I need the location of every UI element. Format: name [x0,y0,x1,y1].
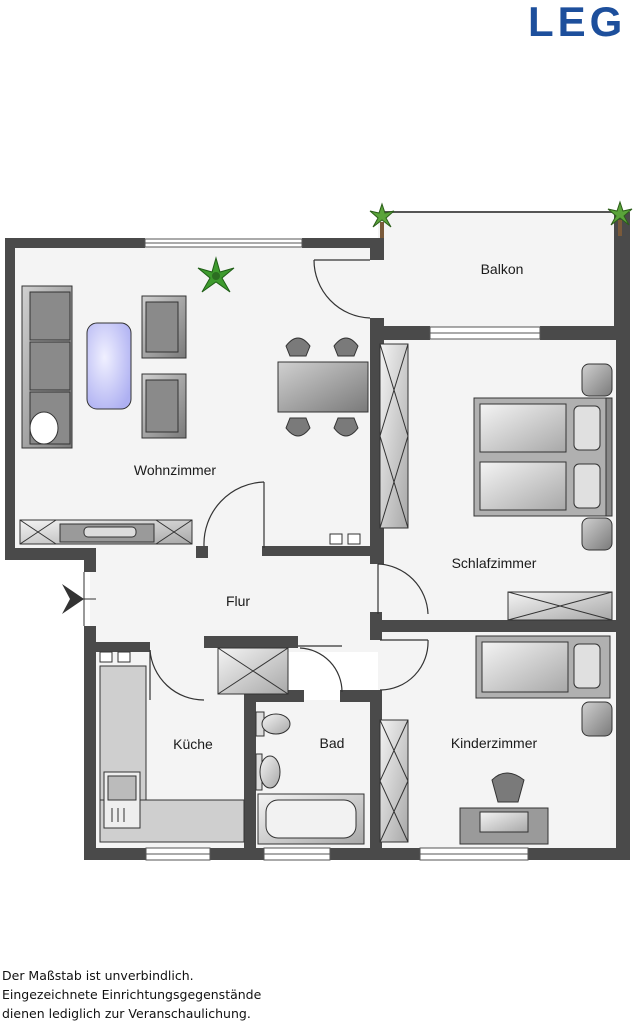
leg-logo: LEG [528,0,627,45]
dresser [507,591,613,621]
sink [255,753,281,791]
floor-plan: Wohnzimmer Balkon Schlafzimmer Flur Küch… [5,200,633,861]
wall-niche [329,533,361,545]
wall-niche [99,651,131,663]
plant-icon [369,202,395,238]
tv-sideboard [19,519,193,545]
room-label-bad: Bad [320,735,345,751]
single-bed [475,635,613,737]
disclaimer: Der Maßstab ist unverbindlich. Eingezeic… [2,966,402,1023]
room-label-flur: Flur [226,593,250,609]
disclaimer-line: dienen lediglich zur Veranschaulichung. [2,1006,251,1021]
plant-icon [197,256,235,293]
room-label-balkon: Balkon [481,261,524,277]
flur-cabinet [217,647,289,695]
toilet [255,711,291,737]
room-label-kueche: Küche [173,736,213,752]
plant-icon [607,200,633,236]
dining-table [277,337,369,437]
disclaimer-line: Eingezeichnete Einrichtungsgegenstände [2,987,262,1002]
windows [144,238,541,861]
wardrobe [379,343,409,529]
desk [459,772,549,845]
entrance-arrow-icon [62,572,96,626]
coffee-table [86,322,132,410]
wardrobe [379,719,409,843]
kitchen-counter [99,665,245,843]
double-bed [473,363,613,551]
room-label-kinderzimmer: Kinderzimmer [451,735,538,751]
bathtub [257,793,365,845]
doors [149,259,429,701]
room-label-wohnzimmer: Wohnzimmer [134,462,217,478]
sofa [21,285,73,449]
armchair [141,295,187,439]
disclaimer-line: Der Maßstab ist unverbindlich. [2,968,194,983]
room-label-schlafzimmer: Schlafzimmer [452,555,537,571]
